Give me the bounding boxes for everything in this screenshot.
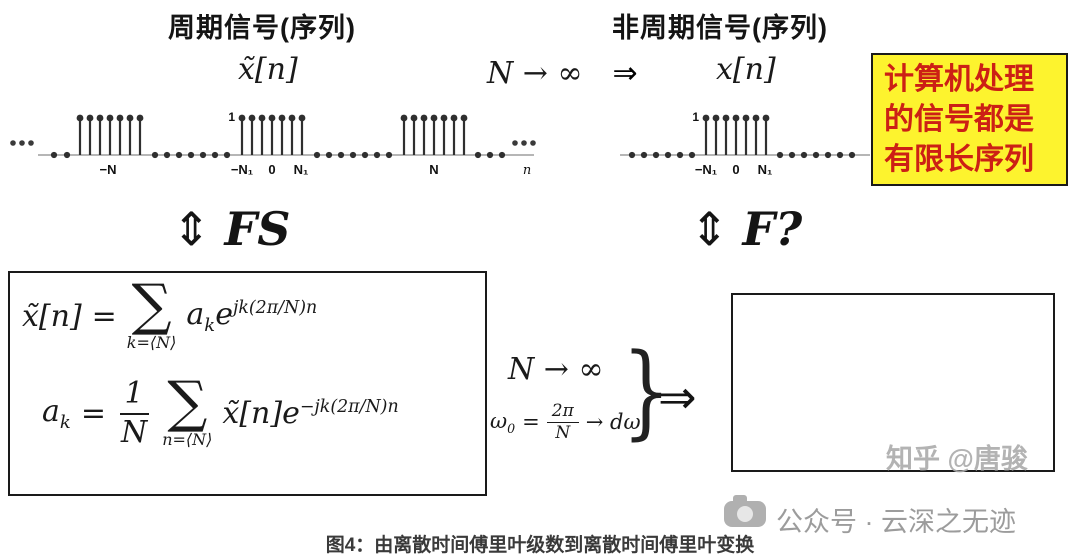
tick-neg-N1: −N₁: [695, 162, 717, 177]
camera-top: [733, 495, 747, 504]
omega-limit: ω0 = 2π N → dω: [490, 401, 641, 443]
zero-samples: [50, 151, 71, 159]
zero-samples: [313, 151, 393, 159]
periodic-stem-plot: 1 −N −N₁ 0 N₁ N n: [10, 110, 536, 178]
brace-icon: }: [622, 332, 671, 451]
stem-group-finite: [702, 114, 770, 155]
tick-N1: N₁: [758, 162, 773, 177]
dtft-empty-box: [731, 293, 1055, 472]
summation-index: n=⟨N⟩: [162, 430, 213, 450]
eq1-term: akejk(2π/N)n: [186, 297, 318, 337]
zero-samples: [151, 151, 231, 159]
note-line-2: 的信号都是: [884, 103, 1034, 136]
sigma-symbol: ∑: [131, 273, 172, 338]
omega-zero: ω0: [490, 408, 516, 436]
fourier-question-label: F?: [742, 202, 803, 256]
stem-group-center: [238, 114, 306, 155]
tick-zero: 0: [732, 162, 739, 177]
periodic-signal-label: x̃[n]: [238, 52, 298, 87]
amplitude-one-label: 1: [692, 110, 699, 124]
summation-index: k=⟨N⟩: [126, 333, 177, 353]
eq2-lhs: ak: [42, 394, 71, 433]
f-transform: ⇕ F?: [690, 206, 802, 252]
camera-lens: [737, 506, 753, 522]
fs-transform: ⇕ FS: [172, 206, 290, 252]
axis-variable-n: n: [523, 163, 531, 178]
summation: ∑ n=⟨N⟩: [162, 369, 213, 450]
n-to-infinity-text: N → ∞: [487, 56, 583, 91]
eq1-equals: =: [91, 299, 117, 335]
figure-caption: 图4：由离散时间傅里叶级数到离散时间傅里叶变换: [325, 535, 755, 556]
tick-N1: N₁: [294, 162, 309, 177]
periodic-title: 周期信号(序列): [168, 13, 356, 43]
n-infinity-limit: N → ∞: [508, 352, 604, 387]
watermark-zhihu: 知乎 @唐骏: [886, 444, 1028, 474]
summation: ∑ k=⟨N⟩: [126, 273, 177, 353]
note-line-3: 有限长序列: [884, 143, 1034, 176]
implies-icon: ⇒: [658, 370, 697, 424]
dtfs-analysis-equation: ak = 1 N ∑ n=⟨N⟩ x̃[n]e−jk(2π/N)n: [42, 369, 399, 450]
zero-samples: [628, 151, 696, 159]
tick-zero: 0: [268, 162, 275, 177]
updown-arrow-icon: ⇕: [172, 202, 211, 256]
tick-N: N: [429, 162, 438, 177]
sigma-symbol: ∑: [167, 369, 208, 435]
note-line-1: 计算机处理: [884, 63, 1034, 96]
zero-samples: [474, 151, 506, 159]
dtfs-equation-box: x̃[n] = ∑ k=⟨N⟩ akejk(2π/N)n ak = 1 N ∑ …: [8, 271, 487, 496]
tick-neg-N1: −N₁: [231, 162, 253, 177]
aperiodic-signal-label: x[n]: [716, 52, 776, 87]
watermark-wechat: 公众号 · 云深之无迹: [776, 507, 1016, 537]
dtfs-synthesis-equation: x̃[n] = ∑ k=⟨N⟩ akejk(2π/N)n: [22, 273, 318, 353]
amplitude-one-label: 1: [228, 110, 235, 124]
limit-arrow-text: N → ∞ ⇒: [487, 56, 638, 91]
eq1-lhs: x̃[n]: [22, 299, 82, 335]
camera-icon: [724, 494, 768, 530]
note-box: 计算机处理 的信号都是 有限长序列: [871, 53, 1068, 186]
aperiodic-stem-plot: 1 −N₁ 0 N₁: [620, 110, 870, 177]
updown-arrow-icon: ⇕: [690, 202, 729, 256]
ellipsis-dots-left: [10, 140, 34, 146]
fourier-series-label: FS: [224, 202, 291, 256]
ellipsis-dots-right: [512, 140, 536, 146]
eq2-equals: =: [80, 396, 106, 431]
two-pi-over-N-fraction: 2π N: [546, 402, 579, 442]
aperiodic-title: 非周期信号(序列): [612, 13, 828, 43]
stem-group-negN: [76, 114, 144, 155]
zero-samples: [776, 151, 856, 159]
tick-neg-N: −N: [100, 162, 117, 177]
eq1-exponent: jk(2π/N)n: [232, 298, 318, 319]
one-over-N-fraction: 1 N: [119, 376, 149, 450]
eq2-term: x̃[n]e−jk(2π/N)n: [222, 396, 399, 431]
eq2-exponent: −jk(2π/N)n: [299, 397, 399, 417]
implies-arrow: ⇒: [612, 57, 638, 90]
to-d-omega: → dω: [585, 410, 641, 435]
stem-group-N: [400, 114, 468, 155]
